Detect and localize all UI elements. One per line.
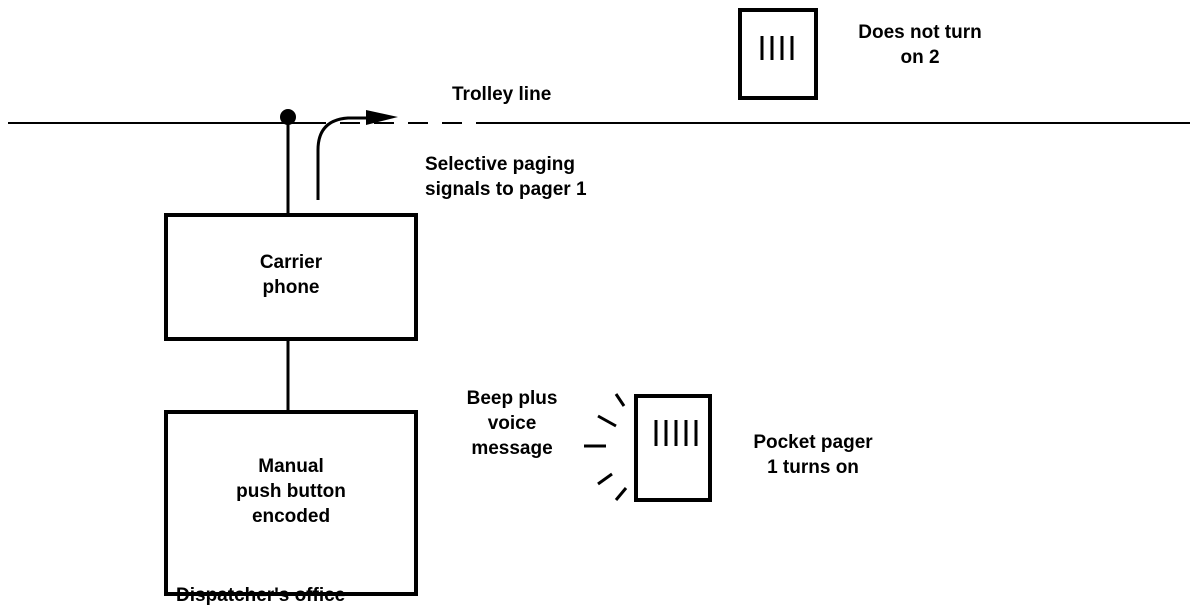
encoder-line-1: Manual [258,456,324,477]
encoder-line-3: encoded [251,506,331,527]
pager-2-grille [760,36,794,60]
trolley-line-label: Trolley line [452,84,552,105]
pocket-pager-1-line-2: 1 turns on [767,457,859,478]
beep-line-2: voice [487,413,537,434]
signal-label: Selective paging signals to pager 1 [425,152,587,202]
beep-line-1: Beep plus [466,388,558,409]
pager-2-icon [738,8,818,100]
encoder-label: Manual push button encoded [166,454,416,529]
signal-line-1: Selective paging [425,154,575,175]
dispatcher-office-label: Dispatcher's office [176,585,346,606]
pager-2-label: Does not turn on 2 [830,20,1010,70]
beep-line-3: message [471,438,553,459]
signal-arrow [316,116,372,200]
beep-label: Beep plus voice message [452,386,572,461]
pager-1-grille [654,420,698,446]
carrier-phone-line-1: Carrier [259,252,323,273]
carrier-phone-line-2: phone [262,277,320,298]
carrier-phone-label: Carrier phone [166,250,416,300]
encoder-box [164,410,418,596]
pocket-pager-1-label: Pocket pager 1 turns on [738,430,888,480]
pocket-pager-1-icon [634,394,712,502]
signal-line-2: signals to pager 1 [425,179,587,200]
signal-arrowhead [366,110,398,125]
carrier-phone-box [164,213,418,341]
beep-rays [584,393,628,501]
pager-2-line-1: Does not turn [858,22,982,43]
encoder-line-2: push button [236,481,346,502]
pager-2-line-2: on 2 [900,47,940,68]
pocket-pager-1-line-1: Pocket pager [753,432,873,453]
